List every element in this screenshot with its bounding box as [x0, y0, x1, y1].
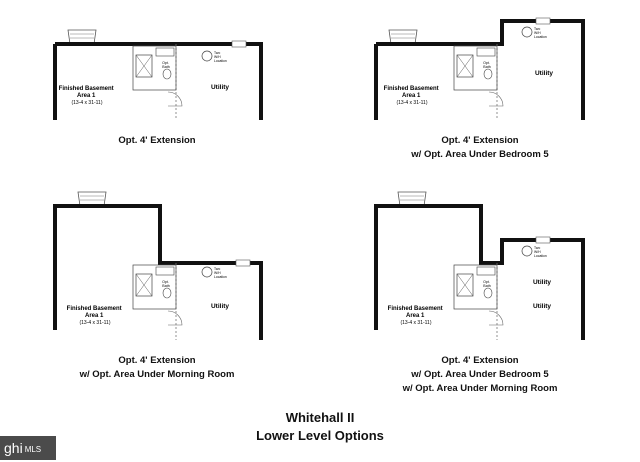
caption-plan-3: Opt. 4' Extension w/ Opt. Area Under Mor… — [57, 354, 257, 382]
utility-label: Utility — [211, 84, 229, 91]
wh-label: Two W/H Location — [214, 267, 227, 279]
bath-label: Opt. Bath — [483, 61, 491, 69]
caption-plan-2: Opt. 4' Extension w/ Opt. Area Under Bed… — [380, 134, 580, 162]
water-heater-icon — [521, 245, 533, 257]
exterior-wall — [374, 204, 585, 340]
room-label: Finished Basement Area 1 (13-4 x 31-11) — [67, 306, 124, 326]
utility-label: Utility — [211, 303, 229, 310]
room-label: Finished Basement Area 1 (13-4 x 31-11) — [384, 86, 441, 106]
bath-fixtures — [453, 45, 504, 107]
wh-label: Two W/H Location — [534, 246, 547, 258]
utility-label-upper: Utility — [533, 279, 551, 286]
exterior-wall — [53, 42, 263, 120]
fireplace-icon — [397, 191, 427, 207]
bath-label: Opt. Bath — [483, 280, 491, 288]
wh-label: Two W/H Location — [534, 27, 547, 39]
page-subtitle: Lower Level Options — [256, 428, 384, 443]
water-heater-icon — [521, 26, 533, 38]
exterior-wall — [53, 204, 263, 340]
bath-fixtures — [132, 45, 183, 107]
wh-label: Two W/H Location — [214, 51, 227, 63]
caption-line: w/ Opt. Area Under Bedroom 5 — [411, 149, 549, 160]
water-heater-icon — [201, 266, 213, 278]
caption-line: Opt. 4' Extension — [441, 355, 519, 366]
exterior-wall — [374, 19, 585, 120]
watermark-suffix: MLS — [24, 445, 42, 454]
room-label: Finished Basement Area 1 (13-4 x 31-11) — [59, 86, 116, 106]
water-heater-icon — [201, 50, 213, 62]
caption-plan-1: Opt. 4' Extension — [57, 134, 257, 148]
page-title: Whitehall II — [285, 410, 355, 425]
utility-label: Utility — [535, 70, 553, 77]
caption-line: Opt. 4' Extension — [118, 355, 196, 366]
caption-line: w/ Opt. Area Under Bedroom 5 — [411, 369, 549, 380]
room-label: Finished Basement Area 1 (13-4 x 31-11) — [388, 306, 445, 326]
bath-label: Opt. Bath — [162, 61, 170, 69]
bath-label: Opt. Bath — [162, 280, 170, 288]
caption-plan-4: Opt. 4' Extension w/ Opt. Area Under Bed… — [380, 354, 580, 396]
utility-label-lower: Utility — [533, 303, 551, 310]
caption-line: Opt. 4' Extension — [118, 135, 196, 146]
watermark-brand: ghi — [4, 440, 23, 456]
caption-line: w/ Opt. Area Under Morning Room — [79, 369, 235, 380]
caption-line: Opt. 4' Extension — [441, 135, 519, 146]
caption-line: w/ Opt. Area Under Morning Room — [402, 383, 558, 394]
bath-fixtures — [132, 264, 183, 326]
bath-fixtures — [453, 264, 504, 326]
